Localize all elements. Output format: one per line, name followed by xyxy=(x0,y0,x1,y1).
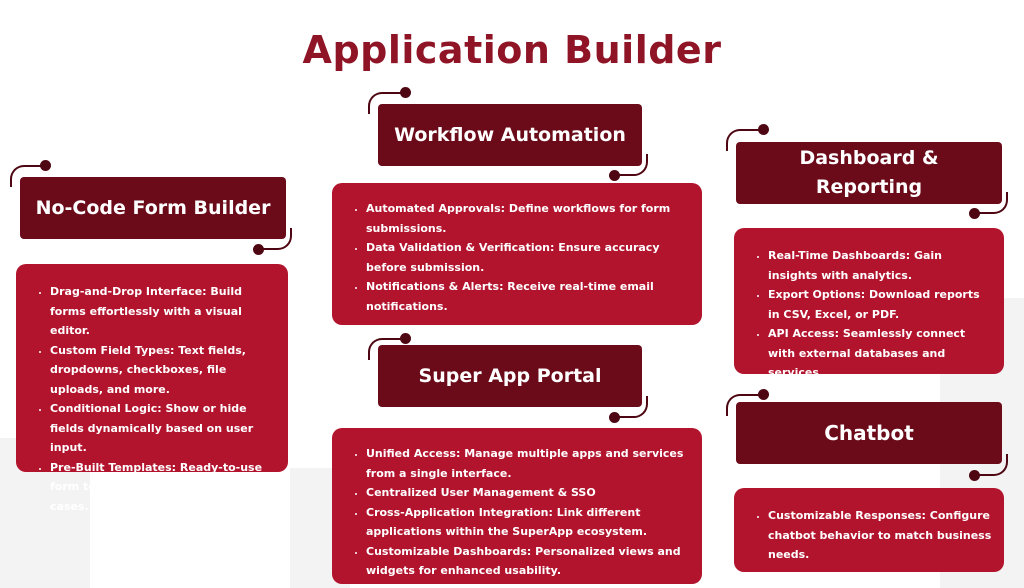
list-item: Centralized User Management & SSO xyxy=(366,483,692,503)
list-item: Customizable Dashboards: Personalized vi… xyxy=(366,542,692,581)
list-item: API Access: Seamlessly connect with exte… xyxy=(768,324,994,383)
decor-arc xyxy=(974,192,1008,214)
list-item: Customizable Responses: Configure chatbo… xyxy=(768,506,994,565)
list-item: Pre-Built Templates: Ready-to-use form t… xyxy=(50,458,278,517)
decor-arc xyxy=(368,92,402,114)
decor-arc xyxy=(726,129,760,151)
section-heading-workflow: Workflow Automation xyxy=(378,104,642,166)
decor-arc xyxy=(10,165,44,187)
feature-list: Automated Approvals: Define workflows fo… xyxy=(354,199,692,316)
section-heading-text: Workflow Automation xyxy=(394,123,626,146)
decor-dot xyxy=(609,412,620,423)
decor-dot xyxy=(253,244,264,255)
list-item: Data Validation & Verification: Ensure a… xyxy=(366,238,692,277)
list-item: Custom Field Types: Text fields, dropdow… xyxy=(50,341,278,400)
list-item: Export Options: Download reports in CSV,… xyxy=(768,285,994,324)
decor-arc xyxy=(614,154,648,176)
list-item: Automated Approvals: Define workflows fo… xyxy=(366,199,692,238)
feature-list: Drag-and-Drop Interface: Build forms eff… xyxy=(38,282,278,516)
section-heading-chatbot: Chatbot xyxy=(736,402,1002,464)
list-item: Notifications & Alerts: Receive real-tim… xyxy=(366,277,692,316)
decor-dot xyxy=(758,389,769,400)
decor-dot xyxy=(40,160,51,171)
decor-arc xyxy=(258,228,292,250)
page-title: Application Builder xyxy=(302,28,722,72)
list-item: Drag-and-Drop Interface: Build forms eff… xyxy=(50,282,278,341)
list-item: Cross-Application Integration: Link diff… xyxy=(366,503,692,542)
section-card-workflow: Automated Approvals: Define workflows fo… xyxy=(332,183,702,325)
section-card-chatbot: Customizable Responses: Configure chatbo… xyxy=(734,488,1004,572)
list-item: Unified Access: Manage multiple apps and… xyxy=(366,444,692,483)
section-heading-nocode: No-Code Form Builder xyxy=(20,177,286,239)
section-heading-text: Chatbot xyxy=(824,420,914,445)
decor-dot xyxy=(969,470,980,481)
section-heading-superapp: Super App Portal xyxy=(378,345,642,407)
feature-list: Real-Time Dashboards: Gain insights with… xyxy=(756,246,994,383)
feature-list: Customizable Responses: Configure chatbo… xyxy=(756,506,994,565)
decor-dot xyxy=(609,170,620,181)
decor-dot xyxy=(400,87,411,98)
section-card-nocode: Drag-and-Drop Interface: Build forms eff… xyxy=(16,264,288,513)
section-heading-text: No-Code Form Builder xyxy=(35,196,271,219)
decor-dot xyxy=(400,333,411,344)
section-heading-text: Super App Portal xyxy=(418,364,602,387)
decor-arc xyxy=(726,394,760,416)
list-item: Conditional Logic: Show or hide fields d… xyxy=(50,399,278,458)
decor-dot xyxy=(969,208,980,219)
section-card-dashboard: Real-Time Dashboards: Gain insights with… xyxy=(734,228,1004,379)
decor-dot xyxy=(758,124,769,135)
list-item: Real-Time Dashboards: Gain insights with… xyxy=(768,246,994,285)
section-heading-text: Dashboard & Reporting xyxy=(799,147,939,198)
section-card-superapp: Unified Access: Manage multiple apps and… xyxy=(332,428,702,584)
decor-arc xyxy=(974,454,1008,476)
feature-list: Unified Access: Manage multiple apps and… xyxy=(354,444,692,581)
decor-arc xyxy=(614,396,648,418)
decor-arc xyxy=(368,338,402,360)
section-heading-dashboard: Dashboard & Reporting xyxy=(736,142,1002,204)
